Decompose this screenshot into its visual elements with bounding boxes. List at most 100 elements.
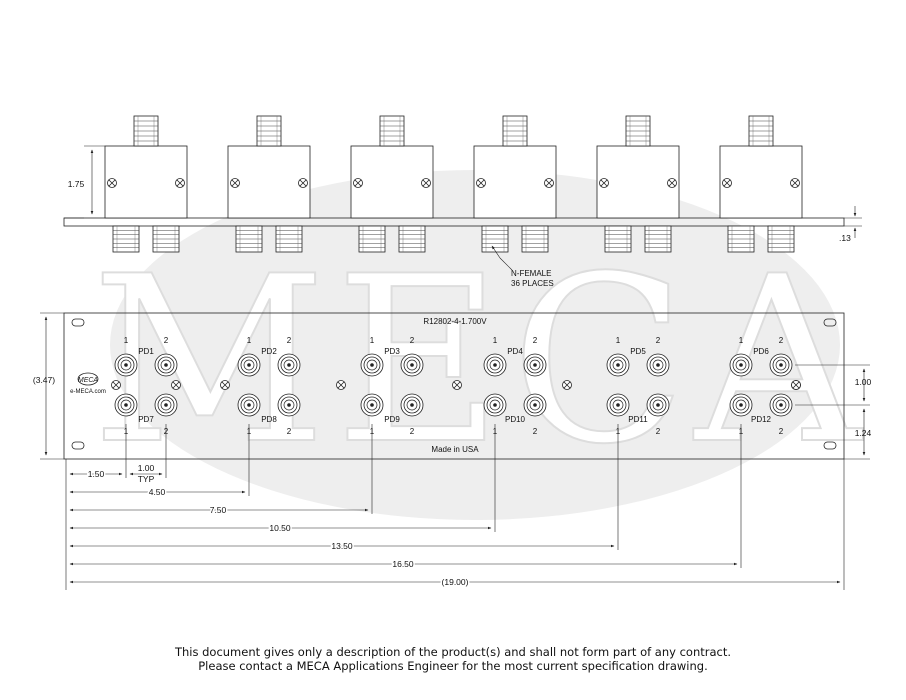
top-divider-label: PD6 (753, 347, 769, 356)
screw-icon (562, 380, 572, 390)
n-connector-port (154, 353, 178, 377)
dim-unit-height: 1.75 (68, 179, 85, 189)
n-connector-port (277, 393, 301, 417)
rack-slot-bl (71, 441, 85, 450)
port-number-label: 2 (656, 427, 661, 436)
n-connector-port (400, 393, 424, 417)
n-connector-port (483, 353, 507, 377)
made-in-label: Made in USA (431, 445, 479, 454)
n-connector-port (400, 353, 424, 377)
n-female-connector-bottom (275, 225, 303, 253)
rack-slot-br (823, 441, 837, 450)
n-connector-port (523, 353, 547, 377)
n-connector-port (114, 353, 138, 377)
mounting-plate (63, 217, 845, 227)
n-connector-port (729, 353, 753, 377)
screw-icon (599, 178, 609, 188)
n-female-connector-top (256, 115, 282, 147)
screw-icon (544, 178, 554, 188)
n-female-connector-bottom (644, 225, 672, 253)
top-divider-label: PD4 (507, 347, 523, 356)
screw-icon (421, 178, 431, 188)
n-connector-port (646, 393, 670, 417)
n-connector-port (277, 353, 301, 377)
bottom-divider-label: PD11 (628, 415, 648, 424)
bottom-divider-label: PD12 (751, 415, 772, 424)
n-female-connector-bottom (358, 225, 386, 253)
n-connector-port (154, 393, 178, 417)
divider-housing (596, 145, 680, 219)
front-panel (63, 312, 845, 460)
screw-icon (452, 380, 462, 390)
rack-slot-tl (71, 318, 85, 327)
screw-icon (336, 380, 346, 390)
port-number-label: 1 (493, 336, 498, 345)
top-divider-label: PD1 (138, 347, 154, 356)
n-female-connector-bottom (481, 225, 509, 253)
top-divider-unit (719, 115, 803, 253)
n-female-connector-top (133, 115, 159, 147)
port-number-label: 2 (533, 336, 538, 345)
dim-d4: 10.50 (269, 523, 291, 533)
n-female-connector-top (625, 115, 651, 147)
n-female-connector-bottom (235, 225, 263, 253)
screw-icon (791, 380, 801, 390)
bottom-divider-label: PD9 (384, 415, 400, 424)
port-number-label: 2 (287, 427, 292, 436)
meca-watermark-text: MECA (91, 228, 868, 495)
port-number-label: 1 (124, 336, 129, 345)
rack-slot-tr (823, 318, 837, 327)
port-number-label: 2 (164, 336, 169, 345)
port-number-label: 1 (739, 336, 744, 345)
top-divider-label: PD5 (630, 347, 646, 356)
disclaimer-line2: Please contact a MECA Applications Engin… (198, 659, 708, 673)
meca-logo: MECA e-MECA.com (70, 372, 106, 395)
top-divider-unit (596, 115, 680, 253)
port-number-label: 1 (247, 336, 252, 345)
screw-icon (298, 178, 308, 188)
dim-d6: 16.50 (392, 559, 414, 569)
screw-icon (230, 178, 240, 188)
dim-spacing-note: TYP (138, 474, 155, 484)
bottom-divider-label: PD8 (261, 415, 277, 424)
screw-icon (722, 178, 732, 188)
n-female-connector-bottom (604, 225, 632, 253)
port-number-label: 2 (656, 336, 661, 345)
front-view: R12802-4-1.700V Made in USA MECA e-MECA.… (33, 312, 872, 460)
screw-icon (220, 380, 230, 390)
port-number-label: 2 (410, 427, 415, 436)
dim-overall-width: (19.00) (442, 577, 469, 587)
divider-housing (350, 145, 434, 219)
screw-icon (107, 178, 117, 188)
n-connector-port (646, 353, 670, 377)
n-female-connector-bottom (521, 225, 549, 253)
port-number-label: 2 (779, 336, 784, 345)
screw-icon (476, 178, 486, 188)
top-divider-label: PD2 (261, 347, 277, 356)
top-divider-unit (104, 115, 188, 253)
n-connector-port (237, 353, 261, 377)
screw-icon (111, 380, 121, 390)
n-connector-port (360, 353, 384, 377)
n-female-connector-top (379, 115, 405, 147)
n-female-connector-bottom (767, 225, 795, 253)
n-female-connector-bottom (727, 225, 755, 253)
divider-housing (719, 145, 803, 219)
n-connector-port (606, 353, 630, 377)
n-female-connector-top (748, 115, 774, 147)
n-female-connector-top (502, 115, 528, 147)
dim-first-offset: 1.50 (88, 469, 105, 479)
part-number: R12802-4-1.700V (423, 317, 487, 326)
bottom-divider-label: PD7 (138, 415, 154, 424)
screw-icon (171, 380, 181, 390)
svg-text:MECA: MECA (78, 377, 99, 384)
dim-overall-height: (3.47) (33, 375, 55, 385)
technical-drawing: MECA 1.75 .13 N-FEMALE 36 PLACES R12802-… (33, 115, 872, 590)
n-connector-port (483, 393, 507, 417)
divider-housing (473, 145, 557, 219)
top-divider-unit (473, 115, 557, 253)
port-number-label: 2 (410, 336, 415, 345)
